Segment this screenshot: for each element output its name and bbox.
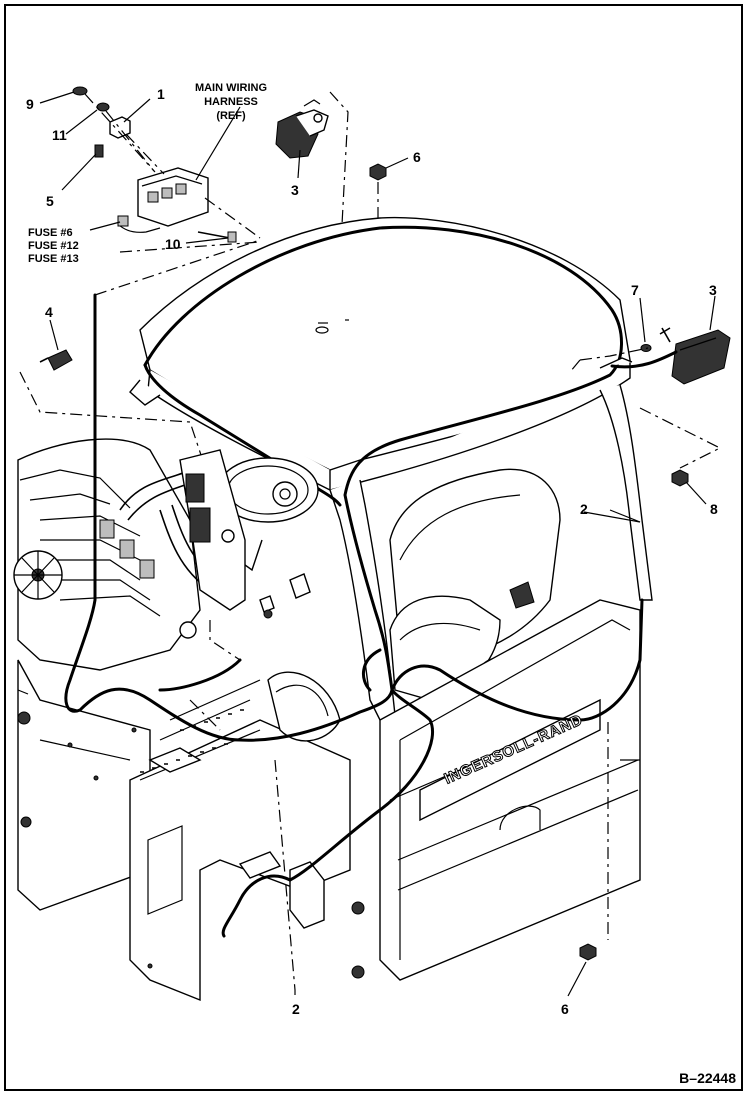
callout-5: 5: [46, 193, 54, 209]
harness-label-line1: MAIN WIRING: [195, 82, 267, 94]
main-harness-left: [64, 293, 394, 742]
washer-part-11: [96, 102, 110, 112]
callout-2-upper: 2: [580, 501, 588, 517]
callout-4: 4: [45, 304, 53, 320]
step-platform: [129, 671, 351, 1002]
callout-2-lower: 2: [292, 1001, 300, 1017]
fuse-labels: FUSE #6 FUSE #12 FUSE #13: [28, 227, 79, 265]
connector-part-4: [39, 349, 73, 371]
bolt-part-10: [197, 231, 231, 239]
leader-dash-3-upper: [329, 91, 381, 283]
clip-part-5: [94, 144, 104, 158]
callout-10: 10: [165, 236, 181, 252]
fuse-label-6: FUSE #6: [28, 227, 73, 239]
callout-6-upper: 6: [413, 149, 421, 165]
engine-compartment-panel: [17, 659, 151, 911]
callout-1: 1: [157, 86, 165, 102]
nut-part-6-lower: [579, 943, 597, 961]
callout-6-lower: 6: [561, 1001, 569, 1017]
engine-assembly: [13, 438, 223, 671]
work-light-part-3-rear: [659, 327, 731, 385]
relay-part-1: [109, 116, 131, 139]
callout-3-upper: 3: [291, 182, 299, 198]
harness-label-line3: (REF): [216, 110, 246, 122]
callout-8: 8: [710, 501, 718, 517]
fuel-tank-body: [351, 599, 641, 981]
callout-3-rear: 3: [709, 282, 717, 298]
fuse-relay-inset: [72, 86, 261, 253]
harness-reference-label: MAIN WIRING HARNESS (REF): [195, 82, 267, 122]
nut-part-8: [671, 469, 689, 487]
figure-number: B–22448: [679, 1070, 736, 1086]
callout-9: 9: [26, 96, 34, 112]
leader-dash-2-lower: [274, 759, 296, 991]
drawing-border: [4, 4, 743, 1091]
callout-7: 7: [631, 282, 639, 298]
washer-part-9: [72, 86, 88, 96]
harness-to-rear: [288, 688, 435, 882]
callout-leaders: [39, 91, 716, 997]
canopy-wire: [143, 225, 623, 692]
callout-numbers: 1 9 11 5 10 3 6 4 7 3 8 2 2 6: [26, 86, 718, 1017]
harness-label-line2: HARNESS: [204, 96, 258, 108]
connector-part-3-upper: [275, 99, 329, 159]
nut-part-6-upper: [369, 163, 387, 181]
canopy-wire-front: [143, 363, 342, 507]
fuse-label-13: FUSE #13: [28, 253, 79, 265]
callout-11: 11: [52, 127, 67, 143]
steering-column: [179, 449, 319, 619]
main-harness-right: [390, 598, 644, 722]
leader-dash-4: [19, 371, 211, 483]
fuse-label-12: FUSE #12: [28, 240, 79, 252]
